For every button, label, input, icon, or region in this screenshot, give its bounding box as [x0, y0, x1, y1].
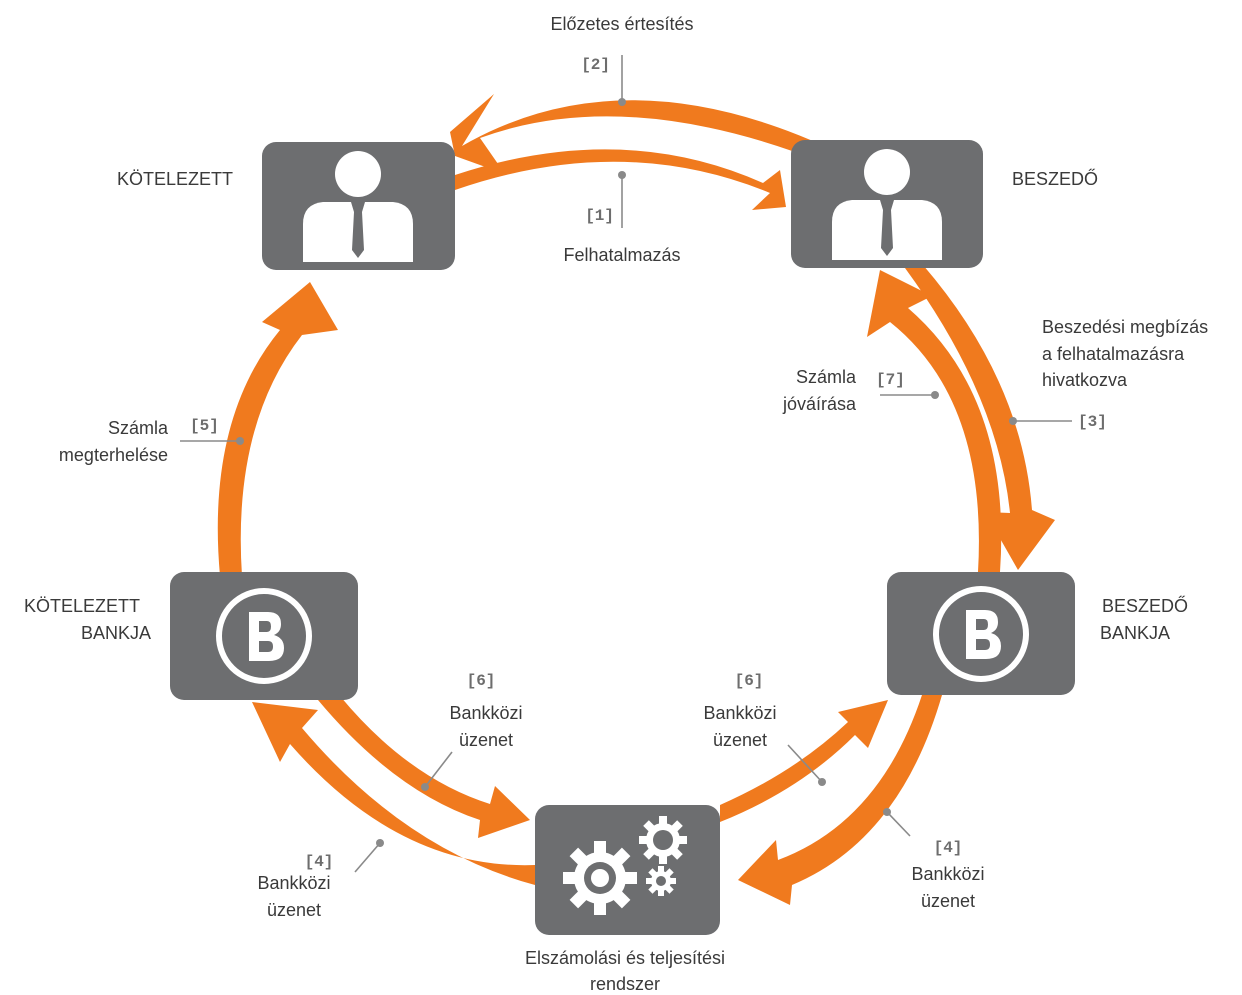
collector-bank-label-line2: BANKJA [1100, 623, 1170, 643]
step-3-line1: Beszedési megbízás [1042, 317, 1208, 337]
arrow-step-7 [867, 270, 1002, 572]
arrow-step-3 [905, 265, 1055, 570]
step-3-ref: [3] [1078, 413, 1107, 431]
step-4-left-ref: [4] [305, 853, 334, 871]
arrow-step-4-right [738, 695, 942, 905]
collector-label: BESZEDŐ [1012, 168, 1098, 189]
step-4-right-ref: [4] [934, 839, 963, 857]
step-5-ref: [5] [190, 417, 219, 435]
arrow-step-1 [455, 149, 786, 210]
step-7-line1: Számla [796, 367, 857, 387]
step-4-right-line2: üzenet [921, 891, 975, 911]
collector-bank-label-line1: BESZEDŐ [1102, 595, 1188, 616]
node-obligor [262, 142, 455, 270]
step-4-left-line2: üzenet [267, 900, 321, 920]
step-5-line2: megterhelése [59, 445, 168, 465]
arrows [217, 94, 1055, 905]
step-6-left-line1: Bankközi [449, 703, 522, 723]
node-obligor-bank [170, 572, 358, 700]
step-2-text: Előzetes értesítés [550, 14, 693, 34]
node-collector-bank [887, 572, 1075, 695]
arrow-step-4-left [252, 702, 535, 885]
step-3-line2: a felhatalmazásra [1042, 344, 1185, 364]
clearing-label-line1: Elszámolási és teljesítési [525, 948, 725, 968]
obligor-bank-label-line1: KÖTELEZETT [24, 596, 140, 616]
step-7-ref: [7] [876, 371, 905, 389]
step-1-ref: [1] [585, 207, 614, 225]
obligor-label: KÖTELEZETT [117, 169, 233, 189]
step-6-left-line2: üzenet [459, 730, 513, 750]
step-2-ref: [2] [581, 56, 610, 74]
gears-icon [563, 816, 687, 915]
arrow-step-2 [450, 94, 822, 174]
step-6-right-ref: [6] [735, 672, 764, 690]
arrow-step-6-left [318, 696, 530, 838]
step-4-right-line1: Bankközi [911, 864, 984, 884]
node-clearing [535, 805, 720, 935]
step-7-line2: jóváírása [782, 394, 857, 414]
leader-lines [180, 55, 1072, 873]
step-1-text: Felhatalmazás [563, 245, 680, 265]
step-6-right-line1: Bankközi [703, 703, 776, 723]
step-4-left-line1: Bankközi [257, 873, 330, 893]
clearing-label-line2: rendszer [590, 974, 660, 994]
arrow-step-6-right [720, 700, 888, 822]
step-6-right-line2: üzenet [713, 730, 767, 750]
step-3-line3: hivatkozva [1042, 370, 1128, 390]
node-collector [791, 140, 983, 268]
arrow-step-5 [217, 282, 338, 576]
step-6-left-ref: [6] [467, 672, 496, 690]
step-5-line1: Számla [108, 418, 169, 438]
obligor-bank-label-line2: BANKJA [81, 623, 151, 643]
